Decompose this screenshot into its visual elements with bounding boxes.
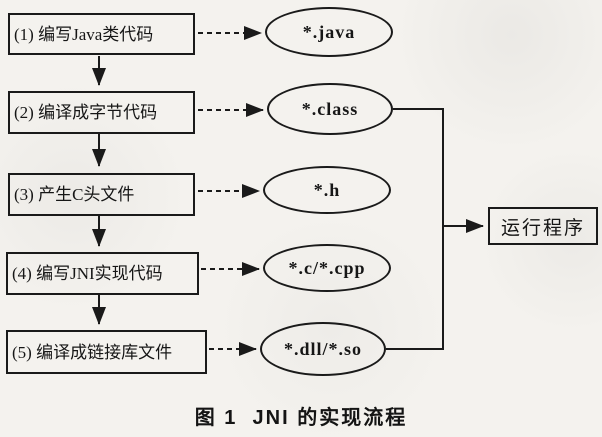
step-label-4: (4) 编写JNI实现代码 <box>12 264 163 283</box>
step-box-5: (5) 编译成链接库文件 <box>6 330 207 374</box>
artifact-ellipse-java: *.java <box>265 7 393 57</box>
artifact-label-class: *.class <box>301 98 359 119</box>
step-label-5: (5) 编译成链接库文件 <box>12 342 173 362</box>
artifact-label-h: *.h <box>313 179 341 200</box>
step-box-1: (1) 编写Java类代码 <box>8 13 195 55</box>
step-box-4: (4) 编写JNI实现代码 <box>6 252 199 295</box>
run-program-box: 运行程序 <box>488 207 598 245</box>
artifact-ellipse-class: *.class <box>267 83 393 135</box>
step-box-2: (2) 编译成字节代码 <box>8 91 195 134</box>
step-label-2: (2) 编译成字节代码 <box>14 103 158 122</box>
step-label-3: (3) 产生C头文件 <box>14 185 135 204</box>
artifact-ellipse-h: *.h <box>263 166 391 214</box>
artifact-label-cpp: *.c/*.cpp <box>288 257 366 278</box>
artifact-ellipse-cpp: *.c/*.cpp <box>263 244 391 292</box>
step-box-3: (3) 产生C头文件 <box>8 173 195 216</box>
merge-connector-line <box>386 108 444 350</box>
artifact-ellipse-dll: *.dll/*.so <box>260 322 386 376</box>
figure-caption: 图 1 JNI 的实现流程 <box>194 407 408 429</box>
step-label-1: (1) 编写Java类代码 <box>14 24 154 44</box>
artifact-label-dll: *.dll/*.so <box>283 338 363 359</box>
run-program-label: 运行程序 <box>500 217 585 239</box>
artifact-label-java: *.java <box>302 21 356 42</box>
